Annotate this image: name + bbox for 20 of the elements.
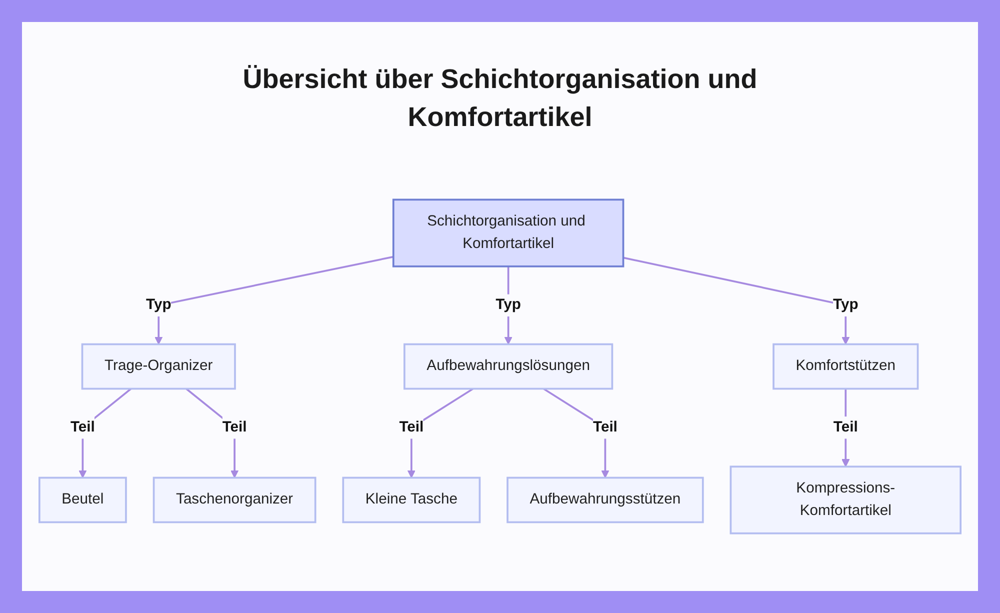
node-box: Kompressions-Komfortartikel bbox=[730, 466, 962, 534]
node-box: Aufbewahrungsstützen bbox=[506, 476, 704, 524]
edge-label: Teil bbox=[833, 419, 858, 436]
edge-label: Teil bbox=[70, 419, 95, 436]
edge-label: Typ bbox=[833, 296, 858, 313]
node-box: Komfortstützen bbox=[772, 343, 919, 390]
node-box: Taschenorganizer bbox=[152, 476, 316, 524]
arrow bbox=[623, 256, 850, 345]
node-box: Trage-Organizer bbox=[81, 343, 236, 390]
edge-label: Teil bbox=[399, 419, 424, 436]
diagram-title: Übersicht über Schichtorganisation und Komfortartikel bbox=[242, 63, 758, 134]
node-box: Aufbewahrungslösungen bbox=[404, 343, 614, 390]
node-box: Schichtorganisation und Komfortartikel bbox=[392, 198, 624, 268]
node-box: Beutel bbox=[38, 476, 127, 524]
arrow bbox=[154, 256, 394, 345]
edge-label: Teil bbox=[592, 419, 618, 436]
edge-label: Typ bbox=[146, 296, 172, 313]
node-box: Kleine Tasche bbox=[342, 476, 481, 524]
edge-label: Typ bbox=[496, 296, 521, 313]
edge-label: Teil bbox=[222, 419, 247, 436]
